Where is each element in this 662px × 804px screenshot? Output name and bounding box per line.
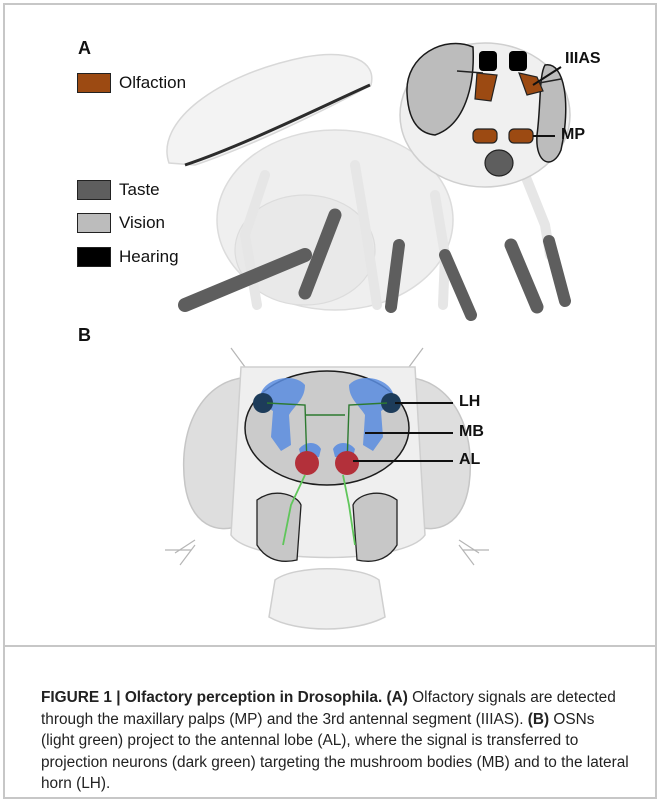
callout-al: AL (459, 451, 480, 469)
legend-label: Olfaction (119, 73, 186, 93)
caption-a-tag: (A) (387, 689, 408, 706)
legend-swatch-olfaction (77, 73, 111, 93)
antennal-lobe-left (295, 451, 319, 475)
callout-mb: MB (459, 423, 484, 441)
legend-item-taste: Taste (77, 180, 160, 200)
proboscis (485, 150, 513, 176)
figure-illustration (5, 5, 655, 645)
hearing-segment-right (509, 51, 527, 71)
panel-b-label: B (78, 325, 91, 346)
legend-label: Taste (119, 180, 160, 200)
figure-caption: FIGURE 1 | Olfactory perception in Droso… (41, 687, 631, 795)
callout-lh: LH (459, 393, 480, 411)
antennal-lobe-right (335, 451, 359, 475)
taste-leg-4 (445, 255, 471, 315)
legend-item-hearing: Hearing (77, 247, 179, 267)
antenna-right (353, 493, 397, 561)
maxillary-palp-left (473, 129, 497, 143)
caption-divider (5, 645, 655, 647)
caption-b-tag: (B) (528, 711, 549, 728)
legend-swatch-hearing (77, 247, 111, 267)
panel-a-label: A (78, 38, 91, 59)
fly-body-drawing (167, 43, 570, 315)
hearing-segment-left (479, 51, 497, 71)
legend-label: Hearing (119, 247, 179, 267)
caption-title: FIGURE 1 | Olfactory perception in Droso… (41, 689, 382, 706)
taste-leg-3 (391, 245, 399, 307)
legend-swatch-taste (77, 180, 111, 200)
mouthparts (269, 569, 385, 629)
callout-mp: MP (561, 126, 585, 144)
taste-leg-5 (511, 245, 537, 307)
figure: A B Olfaction Taste Vision Hearing IIIAS… (3, 3, 657, 799)
taste-leg-6 (549, 241, 565, 301)
maxillary-palp-right (509, 129, 533, 143)
legend-item-olfaction: Olfaction (77, 73, 186, 93)
legend-swatch-vision (77, 213, 111, 233)
legend-label: Vision (119, 213, 165, 233)
antenna-left (257, 493, 301, 561)
head-schematic (165, 348, 489, 629)
callout-iiias: IIIAS (565, 50, 601, 68)
legend-item-vision: Vision (77, 213, 165, 233)
